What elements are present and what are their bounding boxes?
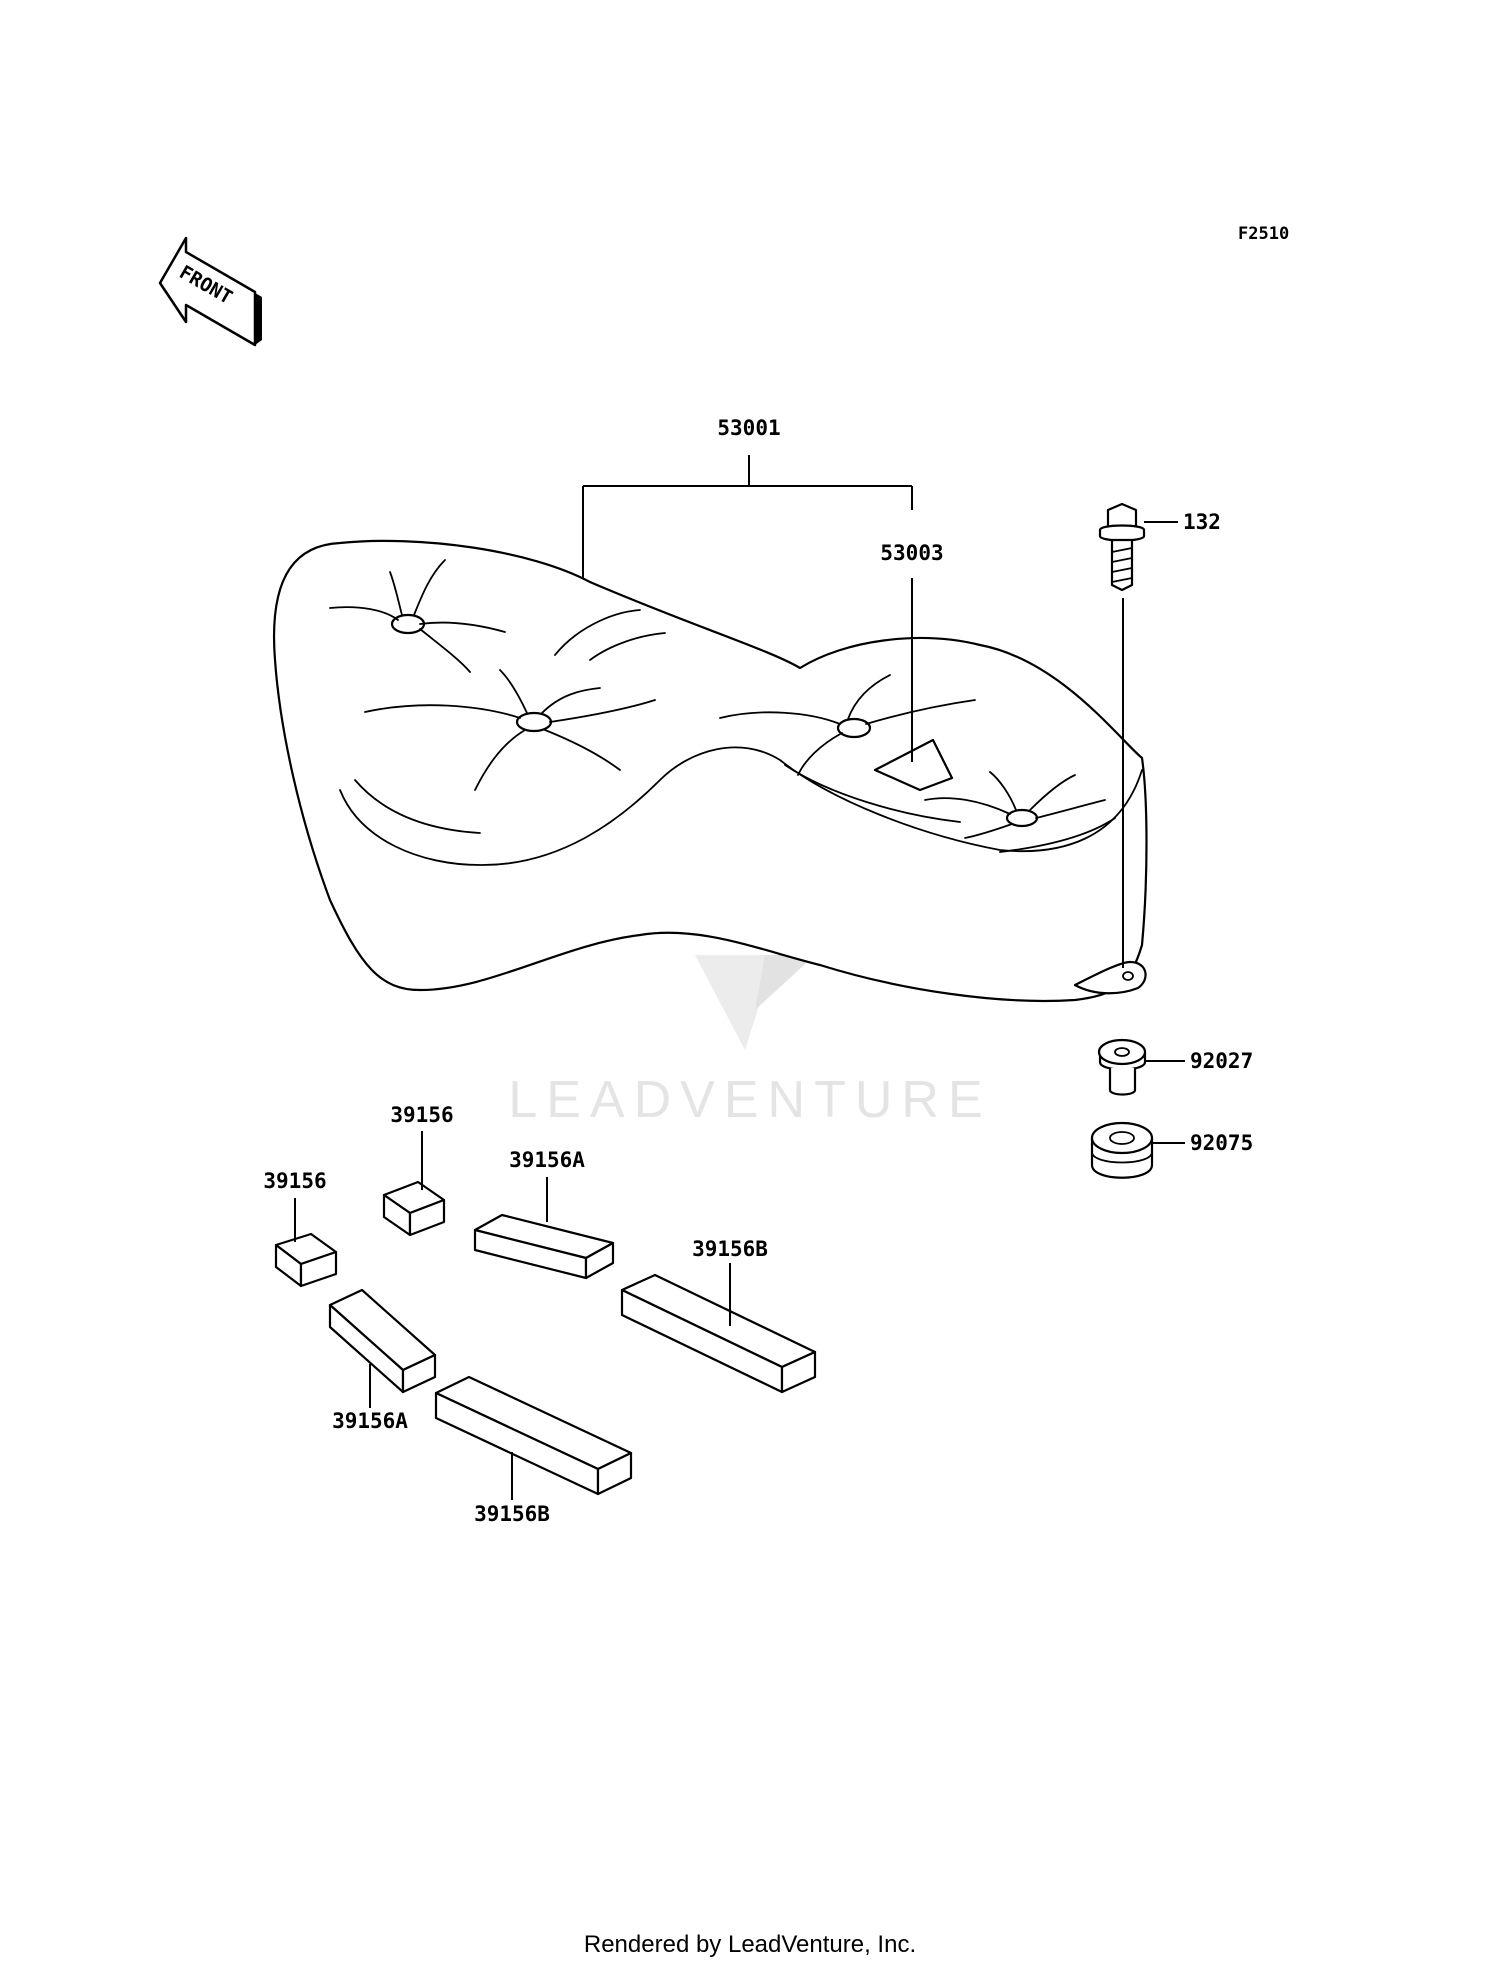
callout-39156a-lower: 39156A	[332, 1409, 408, 1433]
pad-39156b-lower	[434, 1375, 633, 1500]
pad-39156-center	[382, 1131, 446, 1237]
figure-code: F2510	[1238, 224, 1289, 244]
callout-39156a-upper: 39156A	[509, 1148, 585, 1172]
pad-39156a-lower	[328, 1288, 437, 1408]
seat	[272, 539, 1148, 1003]
callout-92075: 92075	[1190, 1131, 1253, 1155]
collar-92027	[1097, 1038, 1185, 1096]
front-arrow-icon: FRONT	[158, 236, 262, 347]
callout-92027: 92027	[1190, 1049, 1253, 1073]
pad-39156-left	[274, 1198, 338, 1288]
watermark-text: LEADVENTURE	[508, 1071, 991, 1129]
pad-39156b-right	[620, 1263, 817, 1394]
callout-39156-center: 39156	[390, 1103, 453, 1127]
bolt-132	[1098, 502, 1178, 592]
callout-53003: 53003	[880, 541, 943, 565]
pad-39156a-upper	[473, 1177, 615, 1280]
leader-53001	[582, 455, 913, 580]
callout-39156b-right: 39156B	[692, 1237, 768, 1261]
callout-132: 132	[1183, 510, 1221, 534]
rendered-by-credit: Rendered by LeadVenture, Inc.	[584, 1931, 916, 1958]
damper-92075	[1090, 1121, 1185, 1179]
callout-53001: 53001	[717, 416, 780, 440]
callout-39156-left: 39156	[263, 1169, 326, 1193]
callout-39156b-lower: 39156B	[474, 1502, 550, 1526]
